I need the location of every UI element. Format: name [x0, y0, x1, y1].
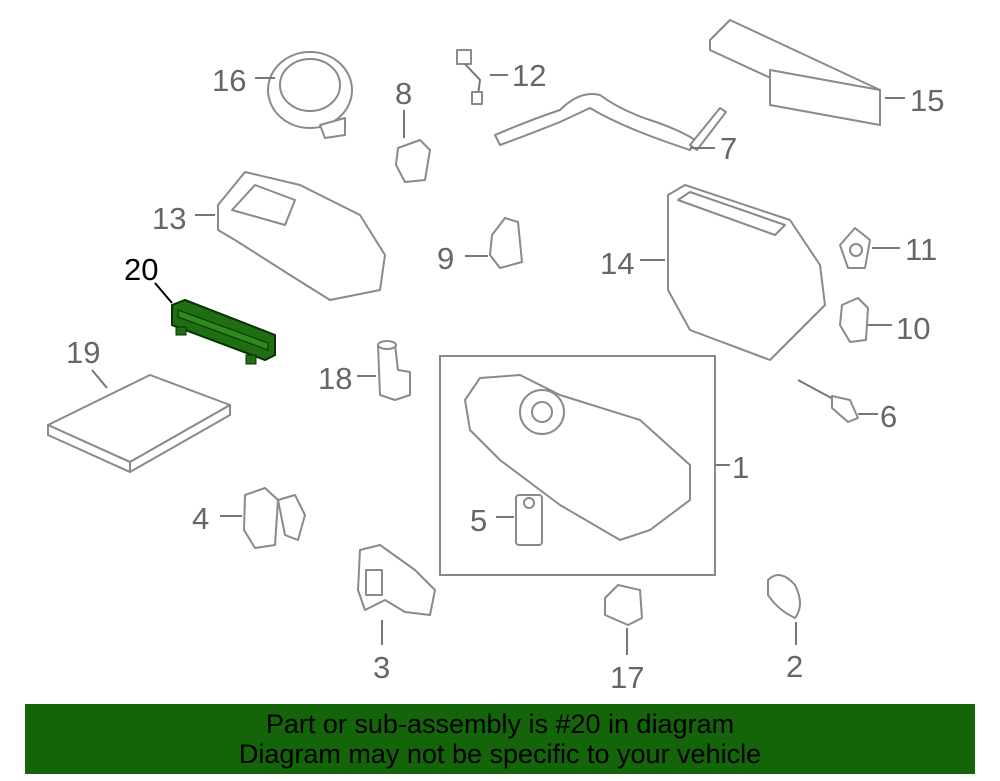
label-1: 1	[732, 450, 749, 485]
part-8[interactable]	[395, 110, 431, 183]
label-10: 10	[896, 311, 930, 346]
label-14: 14	[600, 246, 634, 281]
label-3: 3	[373, 650, 390, 685]
part-10[interactable]	[839, 297, 892, 343]
part-7-hose[interactable]	[494, 93, 727, 151]
label-8: 8	[395, 76, 412, 111]
label-4: 4	[192, 501, 209, 536]
label-19: 19	[66, 335, 100, 370]
label-17: 17	[610, 660, 644, 695]
label-13: 13	[152, 201, 186, 236]
part-14-hvac-case[interactable]	[640, 184, 826, 361]
part-2[interactable]	[767, 574, 801, 645]
banner-line-2: Diagram may not be specific to your vehi…	[238, 739, 762, 769]
part-19-cabin-filter[interactable]	[47, 369, 231, 473]
part-4[interactable]	[220, 487, 306, 549]
part-9[interactable]	[465, 217, 523, 269]
part-20-highlighted[interactable]	[154, 282, 276, 365]
part-11[interactable]	[839, 227, 900, 269]
part-18[interactable]	[357, 340, 411, 401]
banner-line-1: Part or sub-assembly is #20 in diagram	[265, 709, 735, 739]
part-12-harness[interactable]	[456, 49, 508, 105]
label-5: 5	[470, 503, 487, 538]
label-9: 9	[437, 241, 454, 276]
label-18: 18	[318, 361, 352, 396]
label-11: 11	[905, 232, 937, 267]
part-15-heater-core[interactable]	[709, 19, 905, 126]
label-20: 20	[124, 252, 158, 287]
part-5-expansion-valve[interactable]	[496, 494, 543, 546]
part-16-blower-motor[interactable]	[255, 51, 353, 139]
part-13-blower-housing[interactable]	[195, 171, 386, 301]
part-1-evaporator-case[interactable]	[439, 355, 730, 576]
part-6-sensor[interactable]	[797, 379, 878, 423]
label-16: 16	[212, 63, 246, 98]
part-17[interactable]	[604, 584, 643, 655]
label-7: 7	[720, 131, 737, 166]
label-2: 2	[786, 649, 803, 684]
notice-banner: Part or sub-assembly is #20 in diagram D…	[25, 704, 975, 774]
label-6: 6	[880, 399, 897, 434]
label-15: 15	[910, 83, 944, 118]
label-12: 12	[512, 58, 546, 93]
part-3-bracket[interactable]	[357, 544, 436, 645]
